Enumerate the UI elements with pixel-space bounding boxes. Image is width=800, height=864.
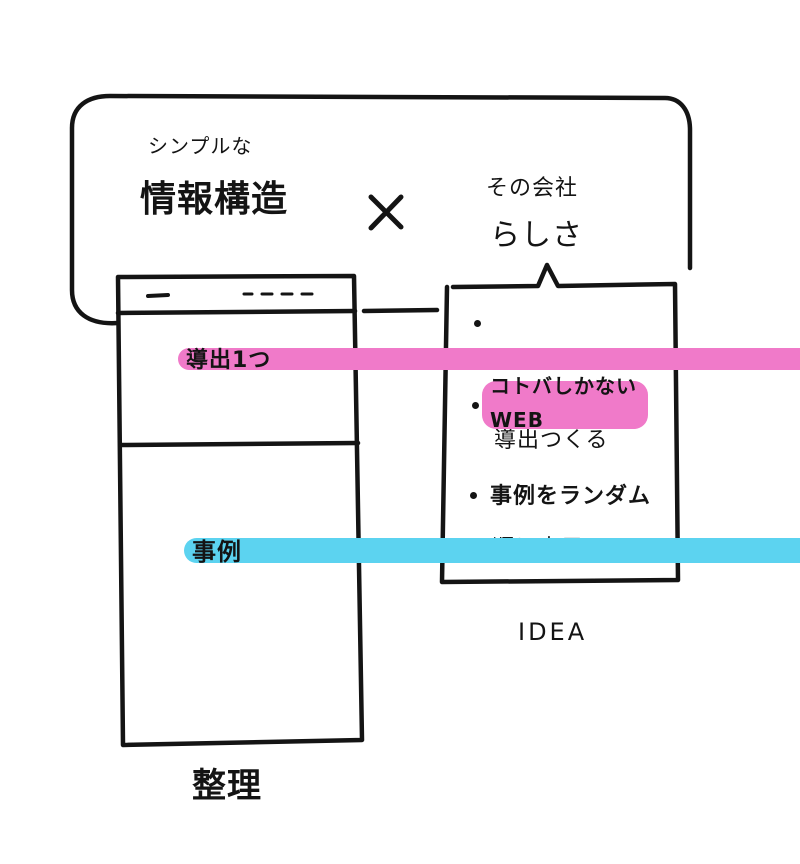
wireframe-case-studies-label: 事例 — [184, 532, 800, 567]
wireframe-header-divider — [115, 308, 358, 316]
outer-frame — [69, 93, 693, 326]
idea-bubble — [439, 262, 681, 585]
information-structure-caption: 情報構造 — [140, 179, 289, 220]
outer-frame-bottom-middle — [361, 307, 440, 314]
organize-caption: 整理 — [192, 766, 262, 806]
idea-item-2-line-2: 導出つくる — [494, 428, 609, 453]
wireframe-box — [115, 273, 365, 748]
multiply-sign-stroke-2 — [368, 194, 404, 231]
wireframe-cta-label: 導出1つ — [178, 342, 800, 374]
idea-item-3-line-1: 事例をランダム — [490, 484, 652, 509]
company-likeness-caption: らしさ — [490, 218, 583, 253]
idea-bullet-3 — [470, 492, 477, 499]
wireframe-logo-mark — [146, 293, 170, 298]
simple-caption: シンプルな — [148, 134, 253, 158]
idea-caption: IDEA — [518, 618, 588, 646]
company-caption: その会社 — [486, 176, 579, 201]
idea-bullet-1 — [474, 320, 481, 327]
wireframe-section-divider — [118, 440, 361, 448]
idea-item-1-text: コトバしかないWEB — [482, 369, 648, 437]
idea-bullet-2 — [472, 402, 479, 409]
